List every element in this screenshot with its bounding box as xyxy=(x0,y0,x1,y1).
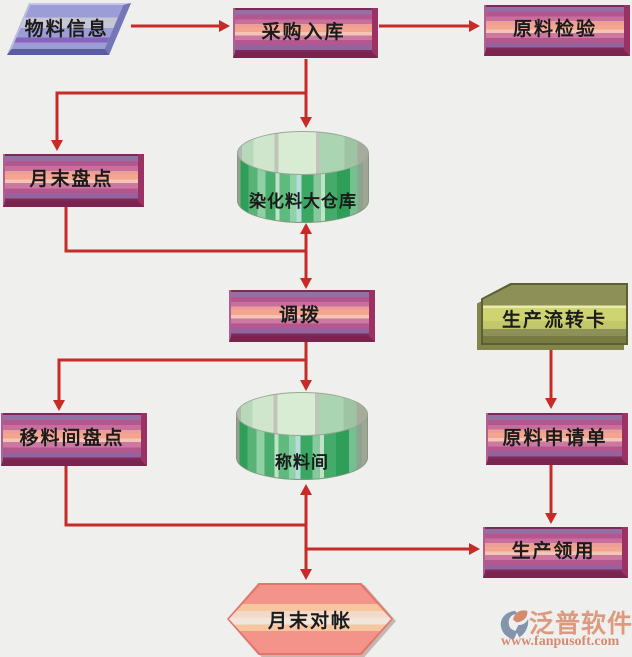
node-label: 生产领用 xyxy=(511,540,596,562)
brand-watermark: 泛普软件 www.fanpusoft.com xyxy=(496,603,632,655)
node-label: 月末对帐 xyxy=(267,609,352,632)
node-weighing-room: 称料间 xyxy=(236,392,368,480)
node-dye-chemical-warehouse: 染化料大仓库 xyxy=(237,131,369,223)
edge-monthend-junction xyxy=(64,207,306,253)
arrowheads xyxy=(51,20,557,580)
node-label: 生产流转卡 xyxy=(501,308,607,331)
cylinder-top xyxy=(236,392,368,436)
node-label: 物料信息 xyxy=(25,17,110,40)
edge-transfer-materialroom xyxy=(57,358,306,400)
node-label: 采购入库 xyxy=(261,20,346,43)
hexagon-face: 月末对帐 xyxy=(229,585,391,653)
node-label: 移料间盘点 xyxy=(19,427,125,449)
node-production-flow-card: 生产流转卡 xyxy=(481,283,628,345)
cylinder-top xyxy=(237,131,369,175)
node-raw-material-inspection: 原料检验 xyxy=(484,5,630,56)
node-label: 月末盘点 xyxy=(29,168,114,190)
brand-url: www.fanpusoft.com xyxy=(501,634,620,649)
node-purchase-inbound: 采购入库 xyxy=(233,8,378,58)
node-label: 调拨 xyxy=(278,303,321,326)
node-label: 称料间 xyxy=(275,453,329,473)
node-month-end-reconciliation: 月末对帐 xyxy=(227,583,393,655)
node-label: 染化料大仓库 xyxy=(249,192,357,212)
fanpu-logo-icon xyxy=(500,610,529,640)
node-label: 原料检验 xyxy=(512,18,597,40)
node-month-end-inventory: 月末盘点 xyxy=(3,154,144,207)
node-transfer: 调拨 xyxy=(229,290,375,342)
brand-name: 泛普软件 xyxy=(529,609,632,638)
node-raw-material-request: 原料申请单 xyxy=(486,413,628,465)
node-production-requisition: 生产领用 xyxy=(483,527,628,578)
edge-purchase-monthend xyxy=(55,91,306,140)
card-face: 生产流转卡 xyxy=(483,285,626,343)
node-label: 原料申请单 xyxy=(502,426,608,449)
edge-materialroom-junction xyxy=(64,466,306,527)
node-material-room-inventory: 移料间盘点 xyxy=(1,413,147,466)
